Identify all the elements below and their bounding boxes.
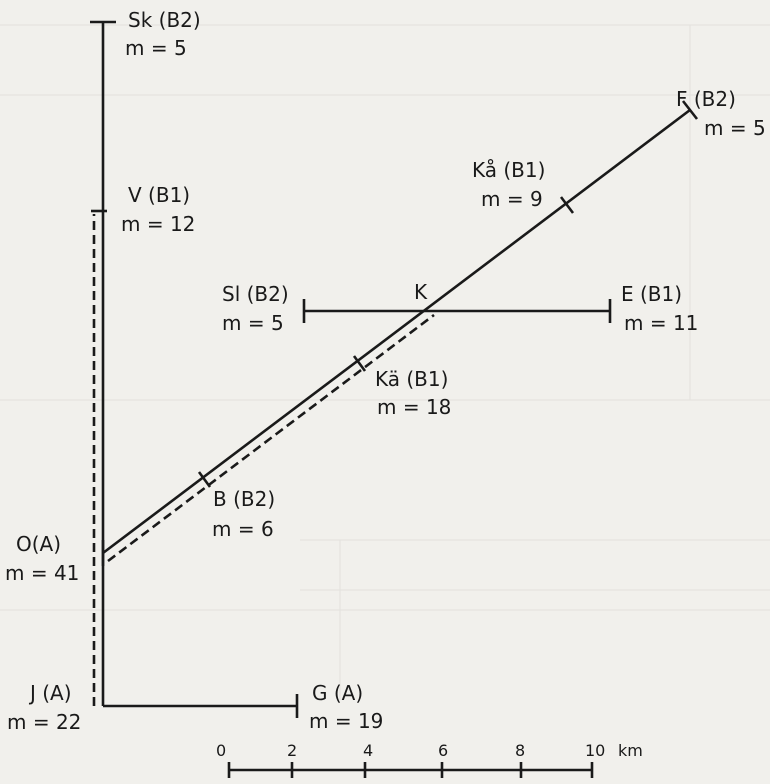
label-j-m: m = 22 bbox=[7, 710, 81, 734]
tick-kae bbox=[352, 355, 367, 372]
label-sk: Sk (B2) bbox=[128, 8, 201, 32]
label-ka: Kå (B1) bbox=[472, 158, 545, 182]
label-sl: Sl (B2) bbox=[222, 282, 289, 306]
background-table-ghost bbox=[0, 24, 770, 700]
label-g-m: m = 19 bbox=[309, 709, 383, 733]
label-sl-m: m = 5 bbox=[222, 311, 284, 335]
scale-unit: km bbox=[618, 741, 643, 760]
scale-bar: 0 2 4 6 8 10 km bbox=[216, 741, 643, 778]
label-e-m: m = 11 bbox=[624, 311, 698, 335]
tick-ka bbox=[559, 196, 575, 214]
label-j: J (A) bbox=[28, 681, 72, 705]
label-sk-m: m = 5 bbox=[125, 36, 187, 60]
dashed-o-k bbox=[107, 313, 435, 563]
scale-label-8: 8 bbox=[515, 741, 525, 760]
label-o-m: m = 41 bbox=[5, 561, 79, 585]
label-kae-m: m = 18 bbox=[377, 395, 451, 419]
label-o: O(A) bbox=[16, 532, 61, 556]
label-b: B (B2) bbox=[213, 487, 275, 511]
label-v: V (B1) bbox=[128, 183, 190, 207]
label-ka-m: m = 9 bbox=[481, 187, 543, 211]
label-e: E (B1) bbox=[621, 282, 682, 306]
label-k: K bbox=[414, 280, 428, 304]
line-o-f bbox=[102, 108, 691, 555]
label-f: F (B2) bbox=[676, 87, 736, 111]
scale-label-10: 10 bbox=[585, 741, 605, 760]
label-b-m: m = 6 bbox=[212, 517, 274, 541]
label-f-m: m = 5 bbox=[704, 116, 766, 140]
label-v-m: m = 12 bbox=[121, 212, 195, 236]
label-kae: Kä (B1) bbox=[375, 367, 448, 391]
scale-label-0: 0 bbox=[216, 741, 226, 760]
label-g: G (A) bbox=[312, 681, 363, 705]
scale-label-4: 4 bbox=[363, 741, 373, 760]
scale-label-6: 6 bbox=[438, 741, 448, 760]
tick-f bbox=[681, 100, 699, 120]
scale-label-2: 2 bbox=[287, 741, 297, 760]
